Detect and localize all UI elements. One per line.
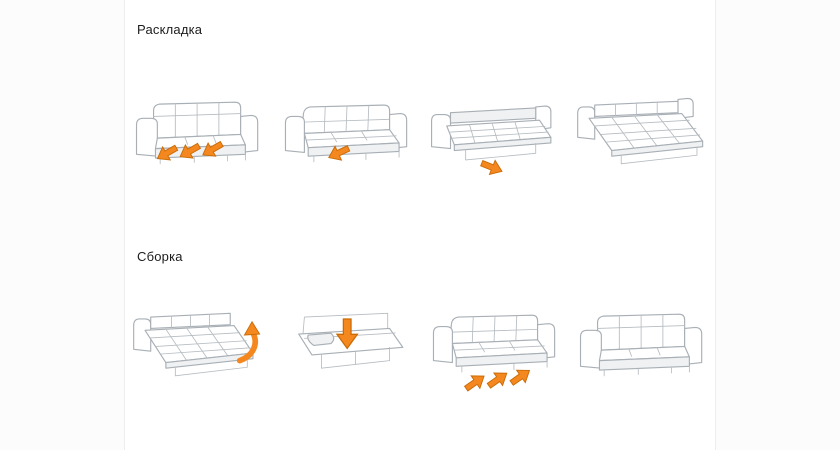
sofa-backrest-folding-flat-arrow-icon: [431, 105, 552, 179]
row-unfold: [125, 70, 715, 196]
sofa-closed-pull-out-arrows-icon: [135, 101, 259, 166]
step-fold-4: [569, 282, 717, 408]
step-unfold-2: [273, 70, 421, 196]
sofa-assembled-icon: [579, 313, 703, 377]
sofa-seat-pulled-forward-arrow-icon: [284, 104, 408, 165]
step-fold-2: [273, 282, 421, 408]
frame-fold-down-arrow-icon: [298, 312, 404, 369]
step-fold-1: [125, 282, 273, 408]
step-unfold-3: [421, 70, 569, 196]
step-unfold-4: [569, 70, 717, 196]
step-fold-3: [421, 282, 569, 408]
section-title-fold: Сборка: [137, 249, 183, 264]
row-fold: [125, 282, 715, 408]
step-unfold-1: [125, 70, 273, 196]
bed-fully-unfolded-icon: [577, 97, 704, 165]
sofa-push-in-arrows-icon: [432, 314, 556, 396]
section-title-unfold: Раскладка: [137, 22, 203, 37]
content-area: Раскладка: [124, 0, 716, 450]
bed-lift-edge-curved-arrow-icon: [133, 312, 261, 377]
